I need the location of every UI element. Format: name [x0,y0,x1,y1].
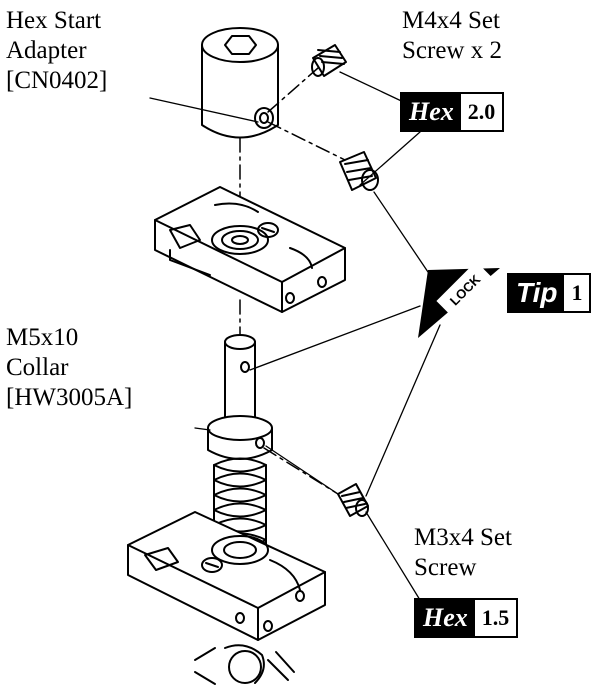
m3-set-screw [337,483,369,517]
hex-1-5-badge: Hex 1.5 [414,598,519,638]
hex-value: 2.0 [467,99,496,124]
upper-bearing-block [154,186,346,313]
m4-set-screw-label: M4x4 Set Screw x 2 [402,6,502,66]
hex-value-2: 1.5 [481,605,510,630]
collar-line3: [HW3005A] [6,384,133,411]
m4-set-screw-upper [311,44,347,77]
shaft [224,334,256,421]
m4-screw-line1: M4x4 Set [402,7,500,34]
lock-icon: LOCK [418,261,500,338]
m3-screw-line2: Screw [414,554,477,581]
hex-tag: Hex [402,94,461,130]
collar-label: M5x10 Collar [HW3005A] [6,323,132,413]
hex-adapter-line1: Hex Start [6,7,102,34]
tip-tag: Tip [509,275,565,311]
tip-1-badge: Tip 1 [507,273,592,313]
hex-adapter-line2: Adapter [6,37,87,64]
tip-value: 1 [571,280,583,305]
collar-part [207,415,273,460]
collar-line2: Collar [6,354,69,381]
hex-tag-2: Hex [416,600,475,636]
m4-screw-line2: Screw x 2 [402,37,502,64]
hex-start-adapter-part [201,27,279,139]
m4-set-screw-lower [339,151,379,191]
hex-2-0-badge: Hex 2.0 [400,92,505,132]
m3-screw-line1: M3x4 Set [414,524,512,551]
handle-ball [194,644,295,685]
collar-line1: M5x10 [6,324,79,351]
hex-start-adapter-label: Hex Start Adapter [CN0402] [6,6,107,96]
m3-set-screw-label: M3x4 Set Screw [414,523,512,583]
lower-bearing-block [127,511,326,641]
hex-adapter-line3: [CN0402] [6,67,108,94]
